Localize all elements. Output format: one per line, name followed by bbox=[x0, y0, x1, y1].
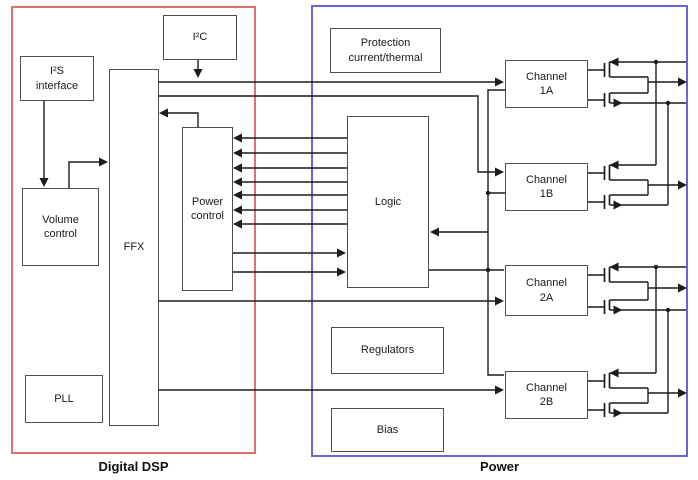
arrowhead bbox=[609, 262, 619, 272]
arrowhead bbox=[233, 190, 242, 200]
arrowhead bbox=[159, 108, 168, 118]
arrowhead bbox=[678, 180, 687, 190]
dsp-region-label: Digital DSP bbox=[98, 459, 169, 474]
arrowhead bbox=[193, 69, 203, 78]
block-bias: Bias bbox=[331, 408, 444, 452]
power-region-label: Power bbox=[479, 459, 519, 474]
block-channel-2a: Channel 2A bbox=[505, 265, 588, 316]
arrowhead bbox=[337, 248, 346, 258]
dsp-region-frame bbox=[11, 6, 256, 454]
arrowhead bbox=[337, 267, 346, 277]
arrowhead bbox=[609, 57, 619, 67]
block-channel-2b: Channel 2B bbox=[505, 371, 588, 419]
dsp-internal-wires bbox=[39, 60, 203, 188]
arrowhead bbox=[678, 77, 687, 87]
junction-dot bbox=[485, 190, 491, 196]
pair-rails bbox=[655, 62, 669, 413]
arrowhead bbox=[495, 296, 504, 306]
junction-dot bbox=[485, 267, 491, 273]
block-i2s: I²S interface bbox=[20, 56, 94, 101]
arrowhead bbox=[99, 157, 108, 167]
arrowhead bbox=[613, 98, 623, 108]
output-stage-2a bbox=[587, 262, 687, 315]
arrowhead bbox=[613, 408, 623, 418]
arrowhead bbox=[613, 200, 623, 210]
block-protection: Protection current/thermal bbox=[330, 28, 441, 73]
arrowhead bbox=[430, 227, 439, 237]
arrowhead bbox=[678, 283, 687, 293]
arrowhead bbox=[233, 219, 242, 229]
block-ffx: FFX bbox=[109, 69, 159, 426]
arrowhead bbox=[613, 305, 623, 315]
arrowhead bbox=[39, 178, 49, 187]
arrowhead bbox=[609, 160, 619, 170]
arrowhead bbox=[233, 133, 242, 143]
output-stage-1a bbox=[587, 57, 687, 108]
output-stage-1b bbox=[587, 160, 687, 210]
arrowhead bbox=[233, 177, 242, 187]
arrowhead bbox=[609, 368, 619, 378]
feedback-rail bbox=[428, 89, 505, 376]
arrowhead bbox=[495, 385, 504, 395]
block-power-control: Power control bbox=[182, 127, 233, 291]
output-stage-2b bbox=[587, 368, 687, 418]
arrowhead bbox=[233, 148, 242, 158]
arrowhead bbox=[233, 163, 242, 173]
ffx-to-channel-buses bbox=[158, 77, 504, 395]
block-regulators: Regulators bbox=[331, 327, 444, 374]
arrowhead bbox=[678, 388, 687, 398]
block-logic: Logic bbox=[347, 116, 429, 288]
power-region-frame bbox=[311, 5, 688, 457]
arrowhead bbox=[233, 205, 242, 215]
block-pll: PLL bbox=[25, 375, 103, 423]
block-channel-1a: Channel 1A bbox=[505, 60, 588, 108]
arrowhead bbox=[495, 167, 504, 177]
logic-powercontrol-bus bbox=[232, 133, 347, 277]
arrowhead bbox=[495, 77, 504, 87]
block-i2c: I²C bbox=[163, 15, 237, 60]
block-volume-control: Volume control bbox=[22, 188, 99, 266]
block-channel-1b: Channel 1B bbox=[505, 163, 588, 211]
